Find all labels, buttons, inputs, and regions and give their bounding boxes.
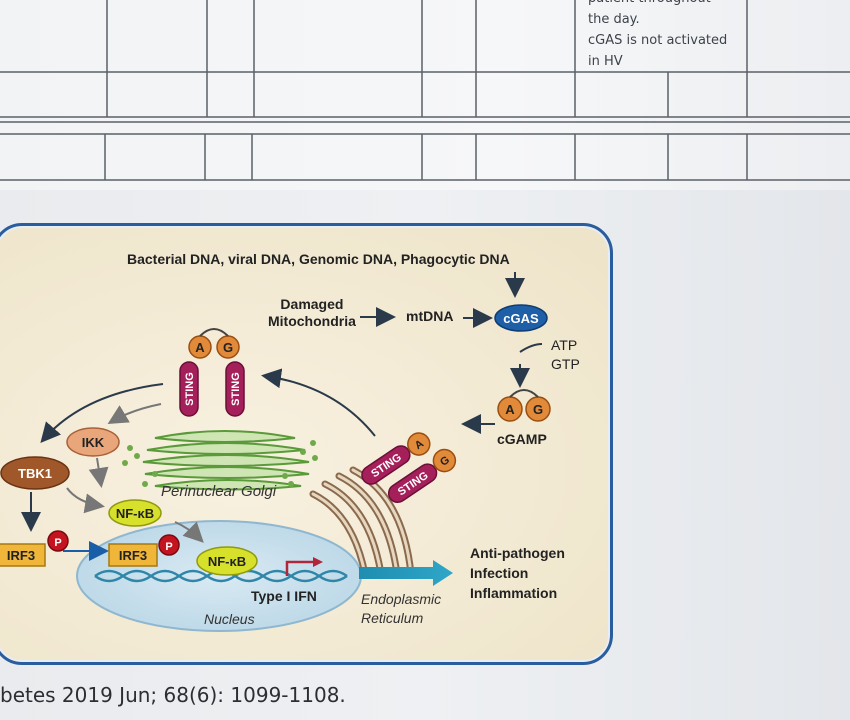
svg-text:NF-κB: NF-κB <box>116 506 154 521</box>
table-cell-text: patient throughout the day. cGAS is not … <box>588 0 748 72</box>
svg-text:STING: STING <box>184 372 196 406</box>
nfkb-node-2 <box>196 546 258 576</box>
cell-line-4: in HV <box>588 54 623 69</box>
nfkb-node-1 <box>108 499 162 527</box>
tbk1-node <box>0 456 70 490</box>
cell-line-1: patient throughout <box>588 0 748 9</box>
svg-text:G: G <box>223 340 233 355</box>
transcription-arrow-icon <box>285 560 313 576</box>
diagram-graphics: cGAS A G A G STING STING STING STING A G… <box>0 272 551 632</box>
nucleus-label: Nucleus <box>204 611 255 627</box>
svg-text:IRF3: IRF3 <box>119 548 147 563</box>
table-region: patient throughout the day. cGAS is not … <box>0 0 850 190</box>
ikk-node <box>66 427 120 457</box>
cell-line-2: the day. <box>588 12 640 27</box>
irf3-box-2 <box>108 543 158 567</box>
svg-text:G: G <box>533 402 543 417</box>
irf3-box-1 <box>0 543 46 567</box>
svg-text:TBK1: TBK1 <box>18 466 52 481</box>
svg-text:NF-κB: NF-κB <box>208 554 246 569</box>
svg-text:A: A <box>505 402 515 417</box>
golgi-icon <box>142 430 310 491</box>
sting-pathway-diagram: cGAS A G A G STING STING STING STING A G… <box>0 223 613 665</box>
svg-text:P: P <box>54 537 61 549</box>
dna-sources-label: Bacterial DNA, viral DNA, Genomic DNA, P… <box>127 251 510 267</box>
svg-text:P: P <box>165 541 172 553</box>
golgi-vesicles <box>122 440 318 487</box>
damaged-mitochondria-label: Damaged Mitochondria <box>268 296 356 329</box>
atp-gtp-label: ATP GTP <box>551 337 580 372</box>
mtdna-label: mtDNA <box>406 308 454 324</box>
cgas-label: cGAS <box>503 311 539 326</box>
phospho-icon-1 <box>47 530 69 552</box>
table-grid <box>0 0 850 181</box>
type1-ifn-label: Type I IFN <box>251 588 317 604</box>
cell-line-3: cGAS is not activated <box>588 33 728 48</box>
svg-text:A: A <box>195 340 205 355</box>
citation-text: betes 2019 Jun; 68(6): 1099-1108. <box>0 683 346 707</box>
phospho-icon-2 <box>158 534 180 556</box>
er-label: Endoplasmic Reticulum <box>361 591 442 626</box>
cgamp-label: cGAMP <box>497 431 547 447</box>
outcome-arrow-icon <box>359 560 453 586</box>
golgi-label: Perinuclear Golgi <box>161 483 277 500</box>
svg-text:IRF3: IRF3 <box>7 548 35 563</box>
outcomes-label: Anti-pathogen Infection Inflammation <box>470 545 565 601</box>
svg-text:STING: STING <box>230 372 242 406</box>
svg-text:IKK: IKK <box>82 435 105 450</box>
cgas-node <box>494 304 548 332</box>
